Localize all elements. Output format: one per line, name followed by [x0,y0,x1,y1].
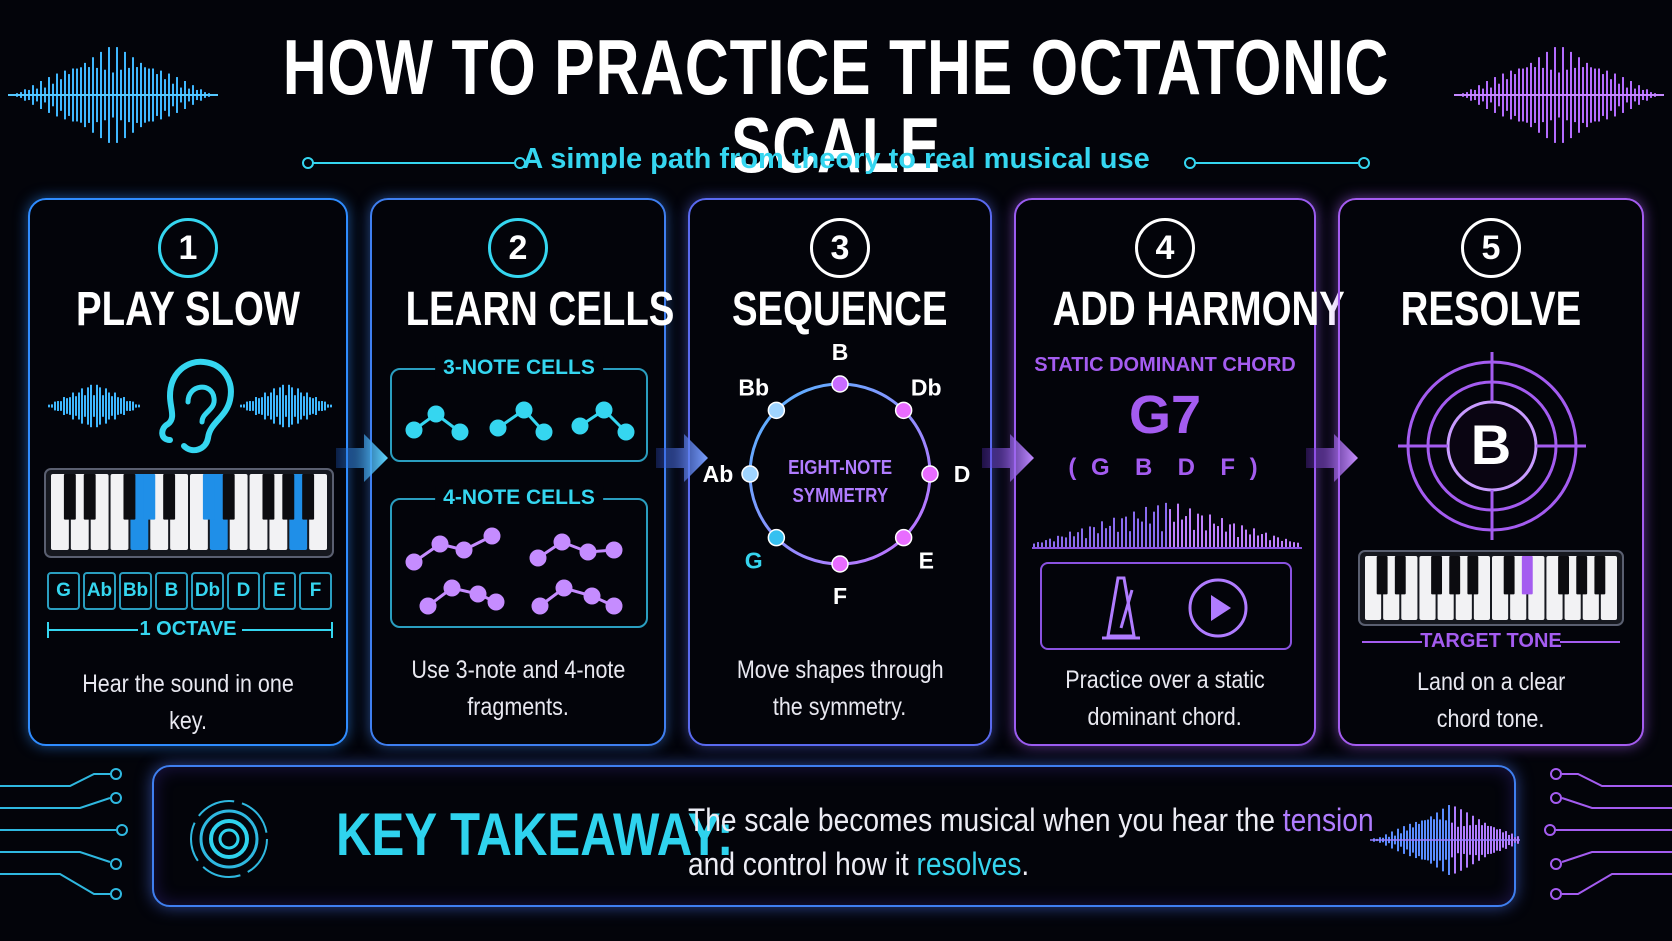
step-title: PLAY SLOW [75,283,301,336]
arrow-right-icon [982,434,1034,482]
note-label: Db [911,375,942,401]
panel-label: 4-NOTE CELLS [435,486,603,510]
connector-line-right [1184,157,1370,169]
waveform-icon-right [1454,47,1664,143]
circuit-lines-left-icon [0,768,128,900]
note-label: Bb [738,375,769,401]
step-number: 3 [810,218,870,278]
three-note-cell-shapes [405,401,635,441]
target-rings-icon [190,800,268,878]
octave-range-line [47,622,333,638]
note-label: G [745,547,763,573]
note-box: B [155,572,188,610]
note-circle-diagram: B DbD E F G Ab Bb [703,340,971,609]
subtitle: A simple path from theory to real musica… [522,143,1150,175]
note-box: G [47,572,80,610]
page-title: HOW TO PRACTICE THE OCTATONIC SCALE [282,23,1390,189]
note-label: E [919,547,934,573]
target-note: B [1470,413,1512,476]
highlight-resolves: resolves [916,846,1022,882]
four-note-cell-shapes [405,527,623,615]
step-number: 2 [488,218,548,278]
note-dot [741,465,759,483]
four-note-cells-panel: 4-NOTE CELLS [390,486,648,628]
note-box: Ab [83,572,116,610]
note-dot [894,401,913,420]
note-label: F [833,583,847,609]
key-takeaway-text: The scale becomes musical when you hear … [688,802,1374,882]
step-number: 5 [1461,218,1521,278]
note-dot [831,375,849,393]
step-title: ADD HARMONY [1052,283,1345,336]
note-box: F [299,572,332,610]
waveform-icon-left [8,47,218,143]
step-description: Hear the sound in one key. [82,670,294,735]
circuit-lines-right-icon [1544,768,1672,900]
step-card-add-harmony[interactable]: 4 ADD HARMONY STATIC DOMINANT CHORD G7 (… [1014,198,1345,746]
step-card-learn-cells[interactable]: 2 LEARN CELLS 3-NOTE CELLS 4-NOTE CELLS … [370,198,675,746]
chord-symbol: G7 [1128,385,1202,445]
note-dot [767,401,786,420]
note-dot [767,528,786,547]
step-title: RESOLVE [1400,283,1582,336]
panel-label: 3-NOTE CELLS [435,356,603,380]
target-icon [1398,352,1586,540]
note-box: D [227,572,260,610]
note-label: B [832,340,849,365]
waveform-icon-bottom [1370,805,1520,875]
subtitle-row: A simple path from theory to real musica… [0,143,1672,183]
highlight-tension: tension [1282,802,1374,838]
arrow-right-icon [1306,434,1358,482]
circle-center-label: EIGHT-NOTE SYMMETRY [788,457,892,507]
target-tone-divider [1362,641,1620,643]
step-number: 4 [1135,218,1195,278]
key-takeaway-panel [152,765,1516,907]
key-takeaway-label: KEY TAKEAWAY: [336,801,734,868]
audio-spectrum-icon [1032,502,1302,549]
note-label: D [954,461,971,487]
step-title: LEARN CELLS [405,283,675,336]
ear-icon [48,358,332,454]
note-dot [831,555,849,573]
metronome-icon [1102,576,1140,640]
note-box: Db [191,572,224,610]
connector-line-left [302,157,526,169]
piano-keyboard [1358,550,1624,626]
chord-label: STATIC DOMINANT CHORD [1034,354,1296,376]
note-dot [894,528,913,547]
step-number: 1 [158,218,218,278]
metronome-panel [1040,562,1292,650]
note-label: Ab [703,461,734,487]
arrow-right-icon [656,434,708,482]
note-box: Bb [119,572,152,610]
target-tone-label: TARGET TONE [1420,630,1562,652]
step-title: SEQUENCE [732,283,948,336]
chord-tones: ( G B D F ) [1068,454,1262,481]
play-button-icon[interactable] [1186,576,1250,640]
three-note-cells-panel: 3-NOTE CELLS [390,356,648,462]
piano-keyboard [44,468,334,558]
octave-label: 1 OCTAVE [139,618,237,640]
arrow-right-icon [336,434,388,482]
note-dot [921,465,939,483]
note-box: E [263,572,296,610]
